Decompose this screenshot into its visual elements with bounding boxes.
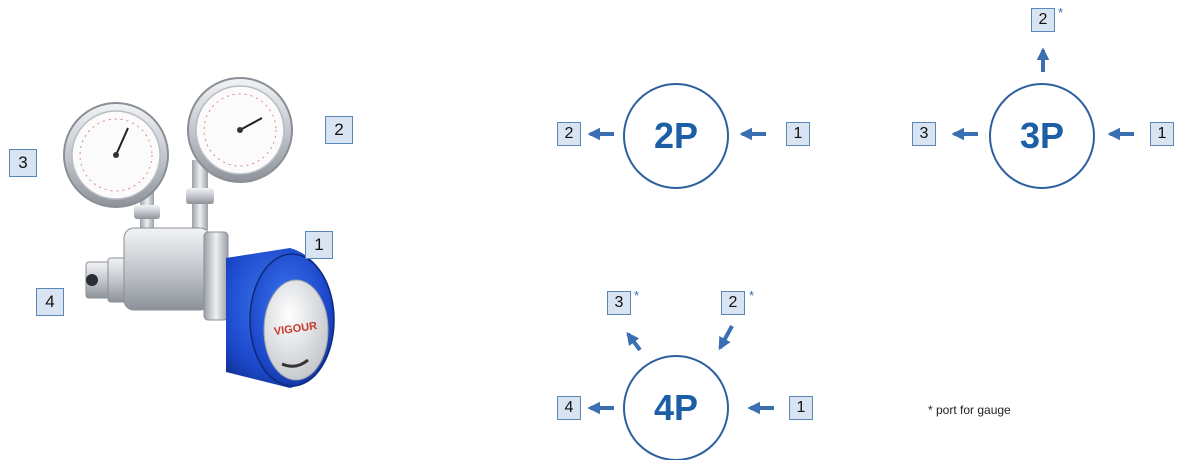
port-3p-top: 2 (1031, 8, 1055, 32)
right-pressure-gauge (187, 77, 293, 183)
port-4p-in: 1 (789, 396, 813, 420)
arrow-4p-top-left (626, 331, 642, 352)
port-4p-out: 4 (557, 396, 581, 420)
port-4p-top-left: 3 (607, 291, 631, 315)
gauge-star-3p: * (1058, 5, 1064, 20)
label-2p: 2P (653, 115, 699, 156)
device-port-3-label: 3 (9, 149, 37, 177)
port-4p-top-right: 2 (721, 291, 745, 315)
port-3p-in: 1 (1150, 122, 1174, 146)
circle-4p (623, 355, 729, 460)
gauge-star-4p-left: * (634, 288, 640, 303)
gauge-star-4p-right: * (749, 288, 755, 303)
circle-2p (623, 83, 729, 189)
device-port-2-label: 2 (325, 116, 353, 144)
device-port-4-label: 4 (36, 288, 64, 316)
adjustment-knob: VIGOUR (226, 248, 335, 388)
regulator-body (123, 227, 229, 321)
circle-3p (989, 83, 1095, 189)
label-3p: 3P (1019, 115, 1065, 156)
brand-logo: VIGOUR (273, 320, 318, 338)
port-2p-in: 1 (786, 122, 810, 146)
arrow-4p-top-right (718, 325, 734, 351)
label-4p: 4P (653, 387, 699, 428)
device-port-1-label: 1 (305, 231, 333, 259)
left-pressure-gauge (63, 102, 169, 208)
gauge-footnote: * port for gauge (928, 403, 1011, 417)
regulator-illustration: VIGOUR (63, 77, 335, 388)
port-2p-out: 2 (557, 122, 581, 146)
port-3p-out: 3 (912, 122, 936, 146)
